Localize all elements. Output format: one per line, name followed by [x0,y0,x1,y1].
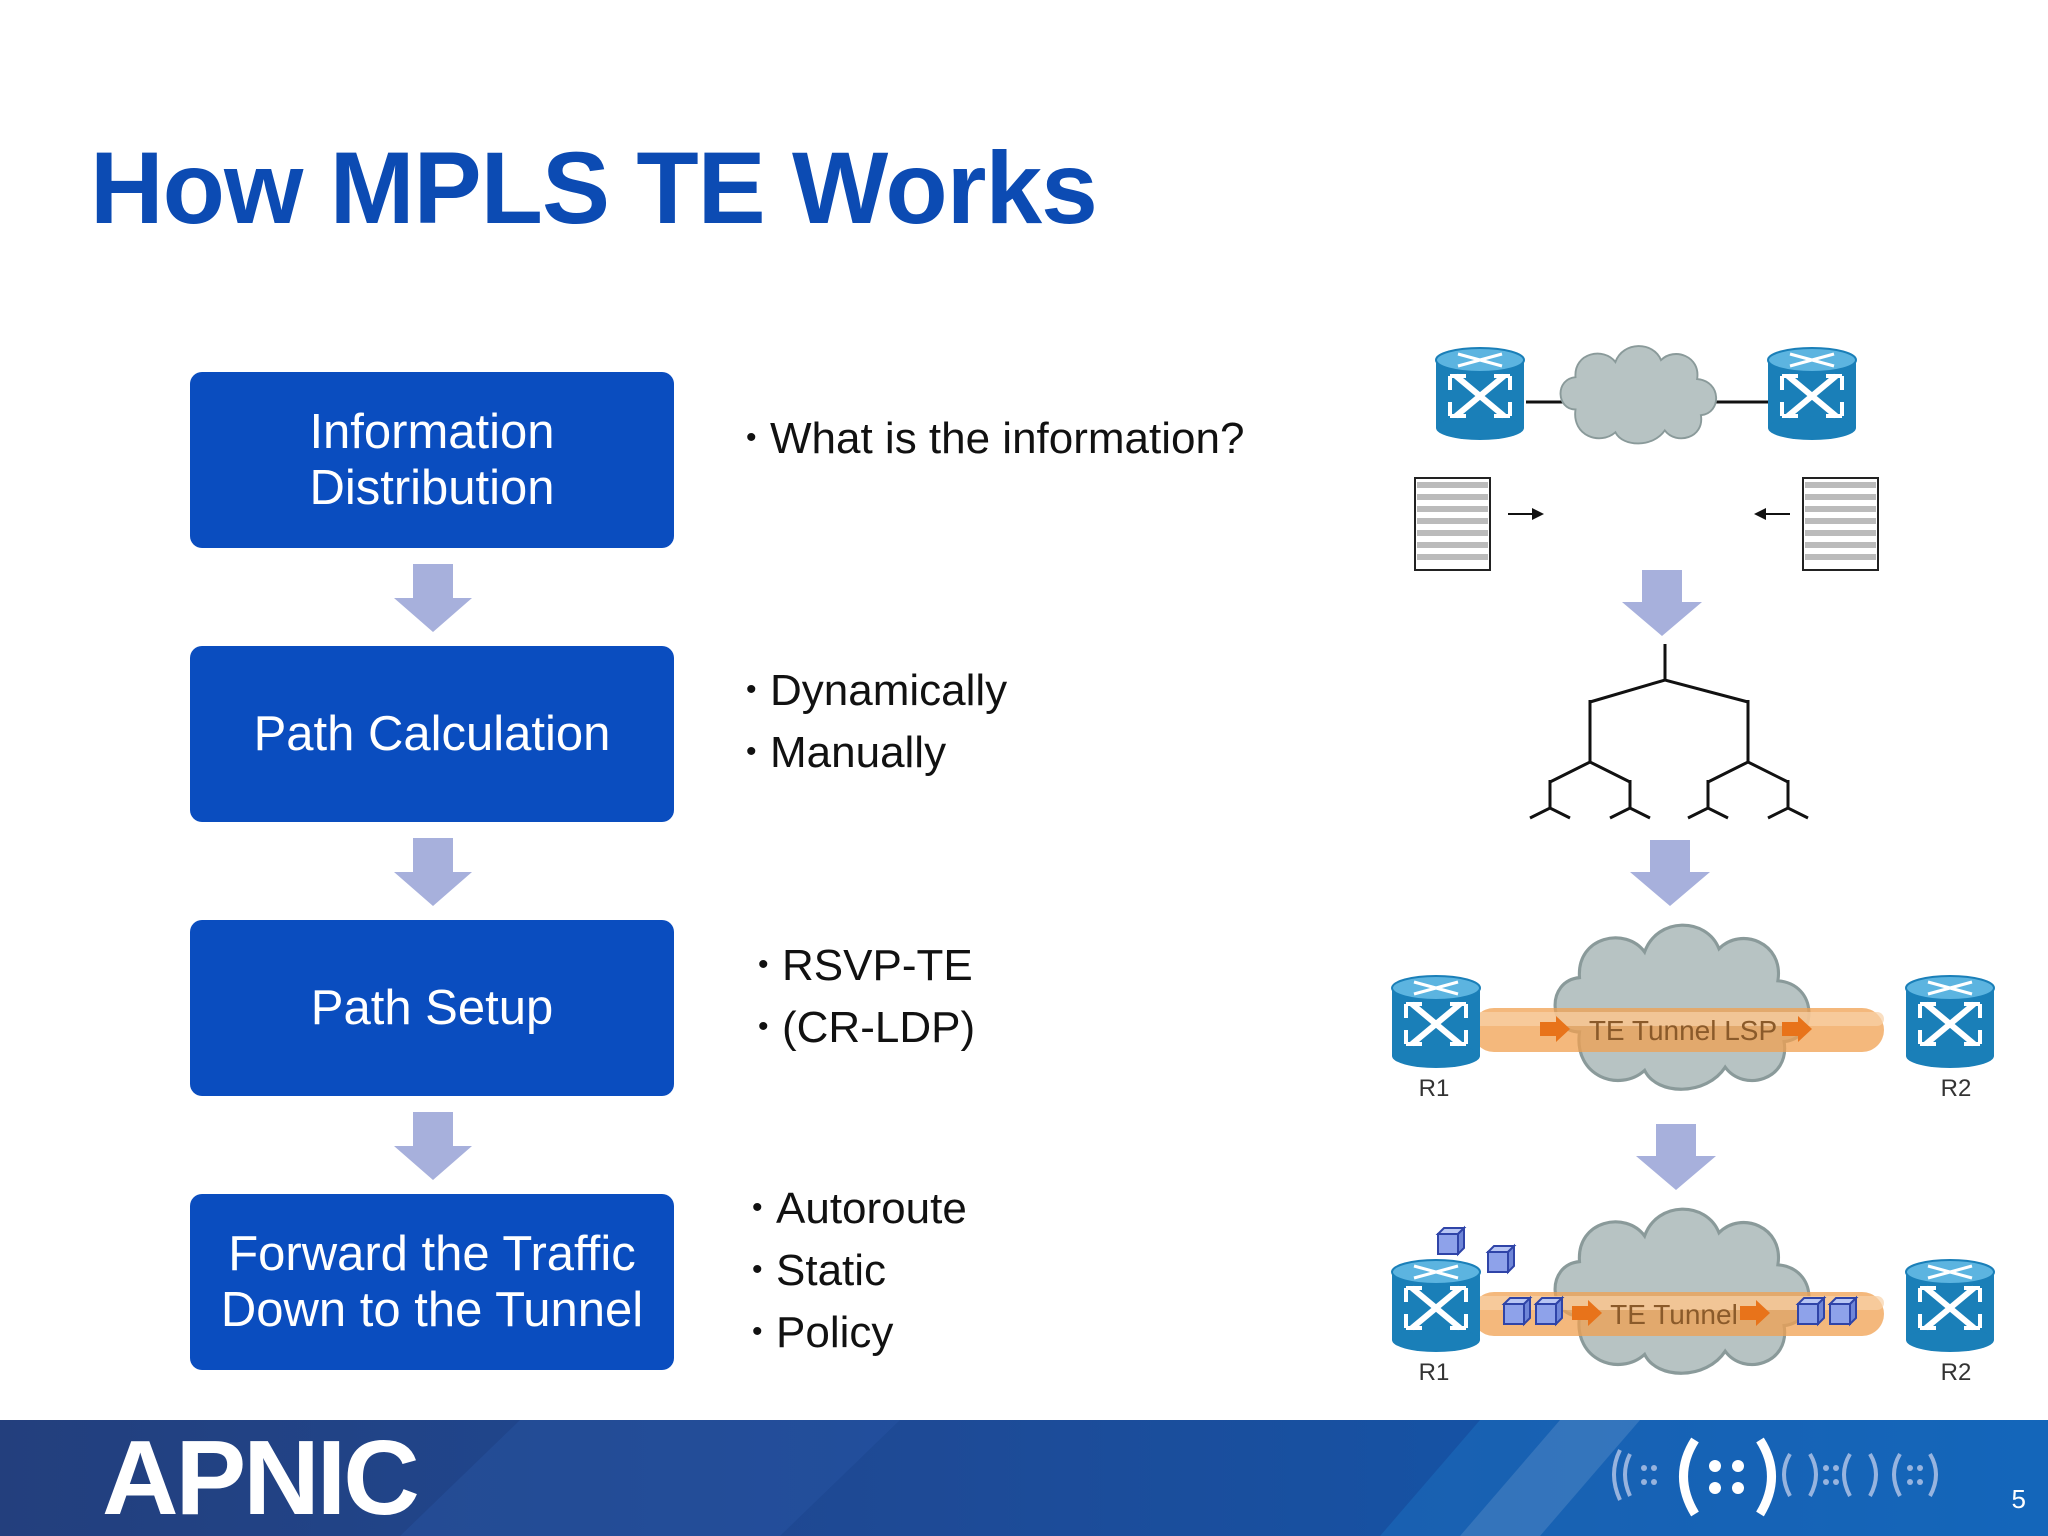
tunnel-lsp-label: TE Tunnel LSP [1589,1015,1777,1046]
step-label-line2: Down to the Tunnel [220,1283,644,1337]
router-label-r1: R1 [1419,1359,1450,1386]
bullet-item: •What is the information? [746,414,1245,463]
slide-title: How MPLS TE Works [90,131,1098,245]
packet-icon [1437,1227,1465,1255]
tunnel-label: TE Tunnel [1610,1299,1738,1330]
step-path-setup: Path Setup [190,920,674,1096]
step-label-line1: Forward the Traffic [228,1227,636,1281]
down-arrow-icon [1630,840,1710,906]
packet-icon [1535,1297,1563,1325]
mpls-diagram: TE Tunnel LSP R1 R2 TE Tunnel R1 R2 [0,0,2048,1386]
packet-icon [1829,1297,1857,1325]
packet-icon [1503,1297,1531,1325]
bullets-path-calculation: •Dynamically •Manually [746,662,1007,786]
te-tunnel: TE Tunnel [1472,1292,1884,1336]
bullet-item: •Static [752,1246,887,1295]
step-label-line1: Information [309,405,555,459]
arrow-right-icon [1508,508,1544,520]
bullet-item: •Manually [746,728,947,777]
footer-decoration [400,1420,2048,1536]
step-label-line2: Distribution [309,461,555,515]
down-arrow-icon [394,838,472,906]
bullet-item: •Dynamically [746,666,1008,715]
bullets-forward: •Autoroute •Static •Policy [752,1180,967,1366]
step-label: Path Calculation [253,707,611,761]
page-number: 5 [2011,1484,2026,1514]
cloud-icon [1553,1207,1811,1375]
router-label-r1: R1 [1419,1075,1450,1102]
bullet-item: •RSVP-TE [758,941,973,990]
down-arrow-icon [1636,1124,1716,1190]
database-table-icon [1802,477,1879,571]
cloud-icon [1559,345,1718,445]
bullets-path-setup: •RSVP-TE •(CR-LDP) [758,937,975,1061]
cloud-icon [1553,923,1811,1091]
down-arrow-icon [1622,570,1702,636]
router-icon [1392,1260,1480,1352]
down-arrow-icon [394,564,472,632]
footer-bar: APNIC 5 [0,1420,2048,1536]
bullet-item: •Autoroute [752,1184,967,1233]
arrow-left-icon [1754,508,1790,520]
bullet-item: •(CR-LDP) [758,1003,976,1052]
step-path-calculation: Path Calculation [190,646,674,822]
path-tree-icon [1529,644,1809,820]
apnic-logo: APNIC [102,1420,420,1536]
router-icon [1906,1260,1994,1352]
bullet-item: •Policy [752,1308,894,1357]
network-signal-icon [1612,1437,1938,1517]
te-tunnel-lsp: TE Tunnel LSP [1472,1008,1884,1052]
packet-icon [1487,1245,1515,1273]
router-label-r2: R2 [1941,1359,1972,1386]
packet-icon [1797,1297,1825,1325]
down-arrow-icon [394,1112,472,1180]
step-label: Path Setup [310,981,554,1035]
router-icon [1392,976,1480,1068]
router-icon [1768,348,1856,440]
router-icon [1906,976,1994,1068]
router-label-r2: R2 [1941,1075,1972,1102]
router-icon [1436,348,1524,440]
database-table-icon [1414,477,1491,571]
bullets-information: •What is the information? [746,410,1244,472]
